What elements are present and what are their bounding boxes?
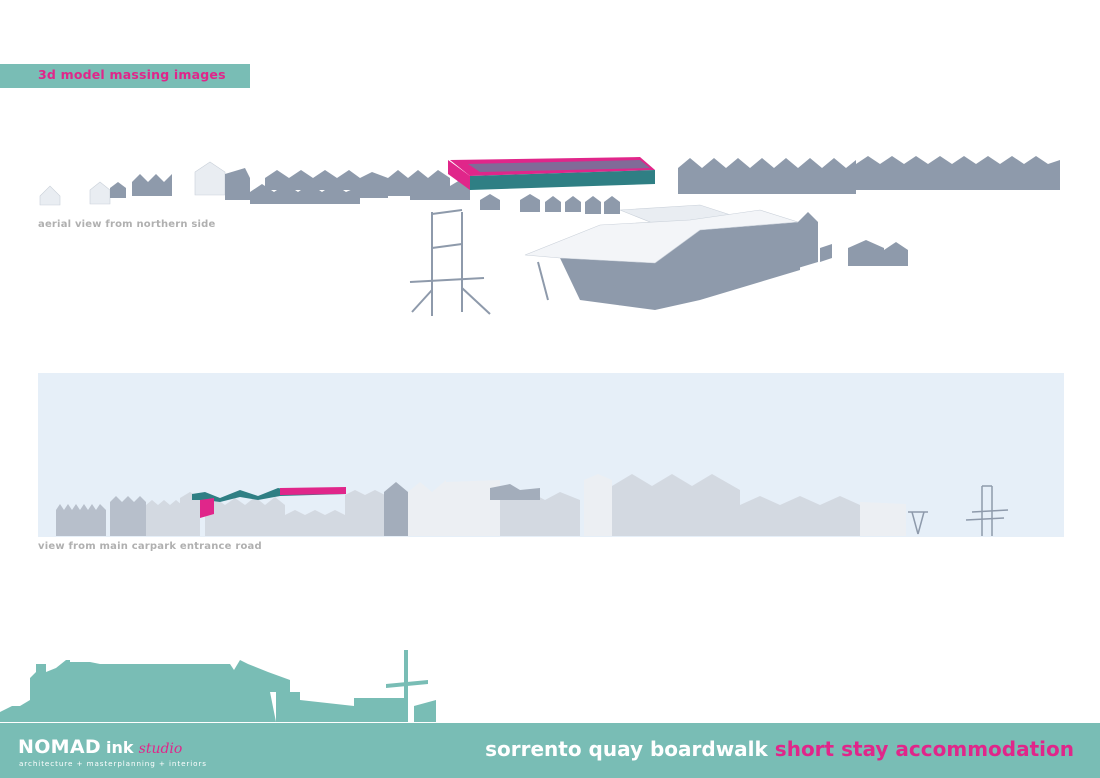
project-name: sorrento quay boardwalk (485, 737, 768, 761)
brand-ink: ink (106, 738, 134, 757)
page-title: 3d model massing images (38, 67, 226, 82)
brand-name: NOMAD (18, 736, 101, 758)
project-title: sorrento quay boardwalk short stay accom… (485, 737, 1074, 761)
carpark-view-image (38, 373, 1064, 537)
brand-studio: studio (138, 741, 183, 757)
brand-logo: NOMAD ink studio (18, 736, 182, 758)
footer-silhouette (0, 650, 436, 722)
header-band: 3d model massing images (0, 64, 250, 88)
aerial-view-caption: aerial view from northern side (38, 219, 216, 230)
carpark-view-caption: view from main carpark entrance road (38, 541, 262, 552)
footer-band (0, 723, 1100, 778)
brand-tagline: architecture + masterplanning + interior… (19, 759, 207, 768)
project-type: short stay accommodation (774, 737, 1074, 761)
aerial-view-image (39, 156, 1060, 316)
